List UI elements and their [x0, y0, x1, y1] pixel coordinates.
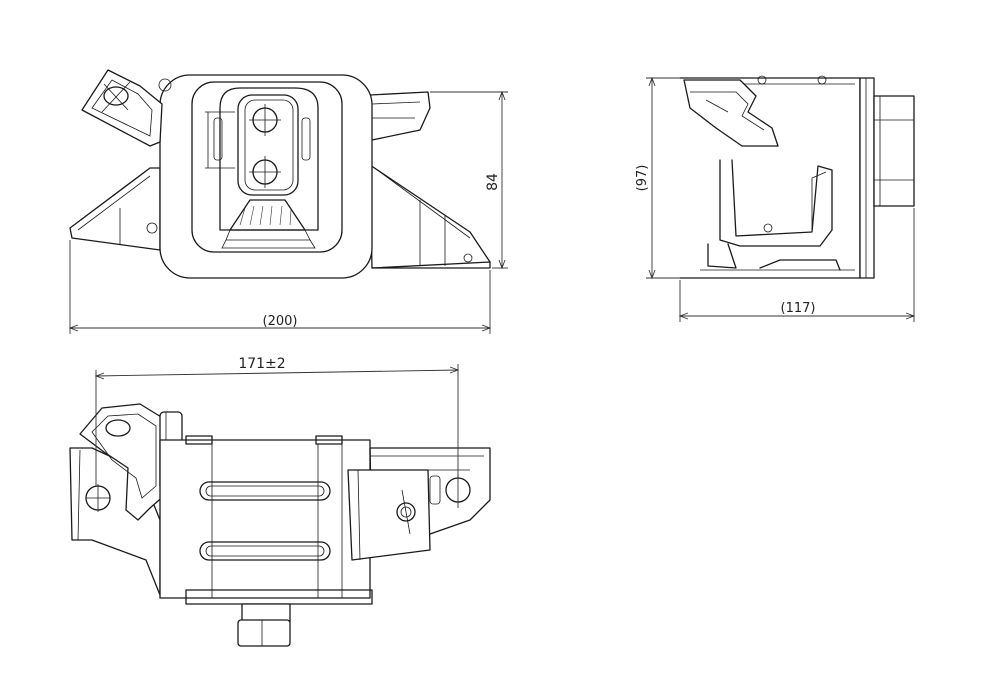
dim-height-side: (97) — [635, 165, 650, 192]
front-dimensions: 84 (200) — [68, 90, 508, 334]
top-dimensions: 171±2 — [94, 356, 460, 486]
dim-width-side: (117) — [781, 301, 816, 316]
side-view — [679, 75, 915, 279]
dim-width-front: (200) — [263, 314, 298, 329]
top-view — [69, 403, 491, 647]
dim-hole-spacing: 171±2 — [238, 356, 285, 372]
front-view — [69, 69, 491, 279]
side-dimensions: (97) (117) — [635, 76, 916, 322]
dim-height-front: 84 — [485, 173, 501, 191]
